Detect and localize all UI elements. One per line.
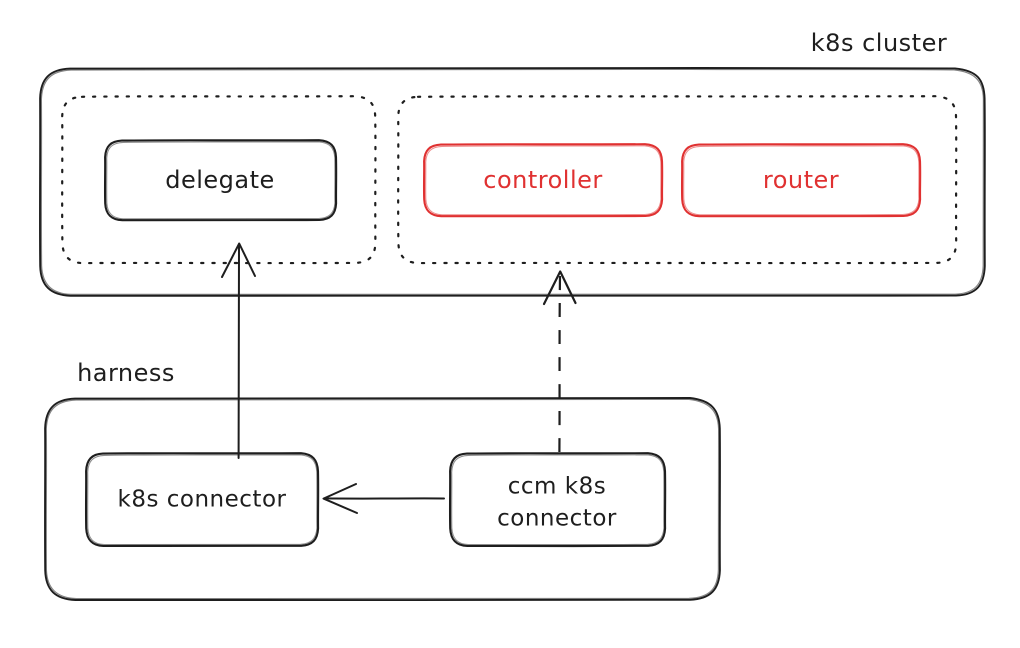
- container-k8s-cluster[interactable]: [39, 66, 986, 297]
- k8s-cluster-label: k8s cluster: [811, 29, 947, 57]
- node-controller[interactable]: controller: [422, 143, 664, 218]
- ccm-k8s-connector-box: [448, 452, 667, 548]
- arrowhead-up-delegate: [221, 242, 256, 278]
- services-group-border: [397, 95, 958, 265]
- ccm-k8s-connector-label-line2: connector: [497, 506, 617, 532]
- ccm-k8s-connector-box-sketch: [451, 454, 665, 546]
- node-ccm-k8s-connector[interactable]: ccm k8s connector: [448, 452, 667, 548]
- edge-line-dashed-up: [558, 274, 562, 453]
- harness-label: harness: [77, 359, 175, 387]
- k8s-cluster-border: [39, 66, 986, 297]
- edge-ccm-connector-to-services[interactable]: [542, 270, 577, 453]
- container-harness[interactable]: [44, 397, 721, 602]
- node-router[interactable]: router: [680, 143, 922, 218]
- controller-box-sketch: [425, 145, 662, 216]
- delegate-box: [103, 139, 338, 222]
- harness-border-sketch: [45, 398, 720, 600]
- edge-ccm-connector-to-k8s-connector[interactable]: [322, 483, 445, 514]
- k8s-connector-box: [84, 452, 320, 548]
- router-box-sketch: [683, 145, 920, 216]
- k8s-connector-label: k8s connector: [118, 487, 287, 513]
- edge-k8s-connector-to-delegate[interactable]: [221, 242, 256, 459]
- router-box: [680, 143, 922, 218]
- router-label: router: [763, 166, 839, 194]
- controller-label: controller: [483, 166, 603, 194]
- delegate-box-sketch: [106, 141, 336, 220]
- container-services-group[interactable]: [397, 95, 958, 265]
- node-delegate[interactable]: delegate: [103, 139, 338, 222]
- k8s-cluster-border-sketch: [40, 68, 985, 296]
- harness-border: [44, 397, 721, 602]
- node-k8s-connector[interactable]: k8s connector: [84, 452, 320, 548]
- controller-box: [422, 143, 664, 218]
- ccm-k8s-connector-label-line1: ccm k8s: [508, 474, 606, 500]
- delegate-label: delegate: [165, 166, 275, 194]
- k8s-connector-box-sketch: [87, 454, 318, 546]
- arrowhead-left-k8s-connector: [322, 483, 358, 514]
- arrowhead-up-services: [542, 270, 577, 306]
